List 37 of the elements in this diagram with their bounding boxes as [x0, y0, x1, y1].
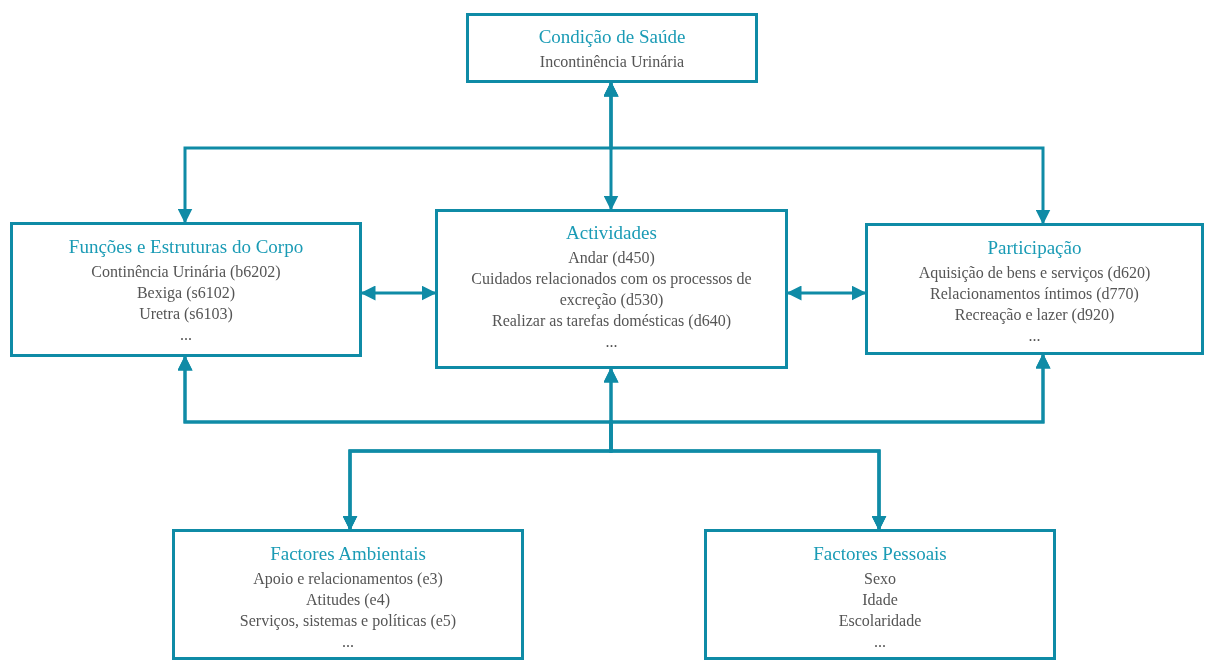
box-heading: Condição de Saúde [538, 25, 686, 49]
box-item: Recreação e lazer (d920) [954, 305, 1115, 325]
double-arrow [603, 81, 1051, 225]
box-item: Andar (d450) [568, 248, 655, 268]
box-heading: Funções e Estruturas do Corpo [68, 235, 304, 259]
text-box [10, 222, 362, 357]
text-box [172, 529, 524, 660]
box-item: Uretra (s6103) [139, 304, 233, 324]
box-item: Apoio e relacionamentos (e3) [253, 569, 443, 589]
box-item: Relacionamentos íntimos (d770) [930, 284, 1139, 304]
box-heading: Actividades [566, 221, 657, 245]
box-item: Bexiga (s6102) [136, 283, 236, 303]
box-item: Escolaridade [838, 611, 922, 631]
box-item: ... [605, 332, 618, 352]
box-item: Sexo [864, 569, 896, 589]
box-heading: Participação [987, 236, 1082, 260]
box-item: ... [1028, 326, 1041, 346]
text-box [466, 13, 758, 83]
double-arrow [609, 353, 1051, 531]
double-arrow [786, 285, 867, 301]
box-item: Aquisição de bens e serviços (d620) [918, 263, 1151, 283]
box-item: ... [180, 325, 192, 345]
box-item: Idade [862, 590, 898, 610]
text-box [704, 529, 1056, 660]
box-item: Atitudes (e4) [306, 590, 390, 610]
text-box [865, 223, 1204, 355]
box-item: Cuidados relacionados com os processos de excreção (d530) [470, 269, 753, 310]
box-heading: Factores Pessoais [813, 542, 947, 566]
box-item: Continência Urinária (b6202) [91, 262, 281, 282]
double-arrow [360, 285, 437, 301]
box-heading: Factores Ambientais [270, 542, 426, 566]
text-box [435, 209, 788, 369]
box-item: ... [874, 632, 886, 652]
box-item: Serviços, sistemas e políticas (e5) [239, 611, 457, 631]
box-item: Realizar as tarefas domésticas (d640) [492, 311, 731, 331]
box-item: ... [342, 632, 354, 652]
box-item: Incontinência Urinária [539, 52, 685, 72]
